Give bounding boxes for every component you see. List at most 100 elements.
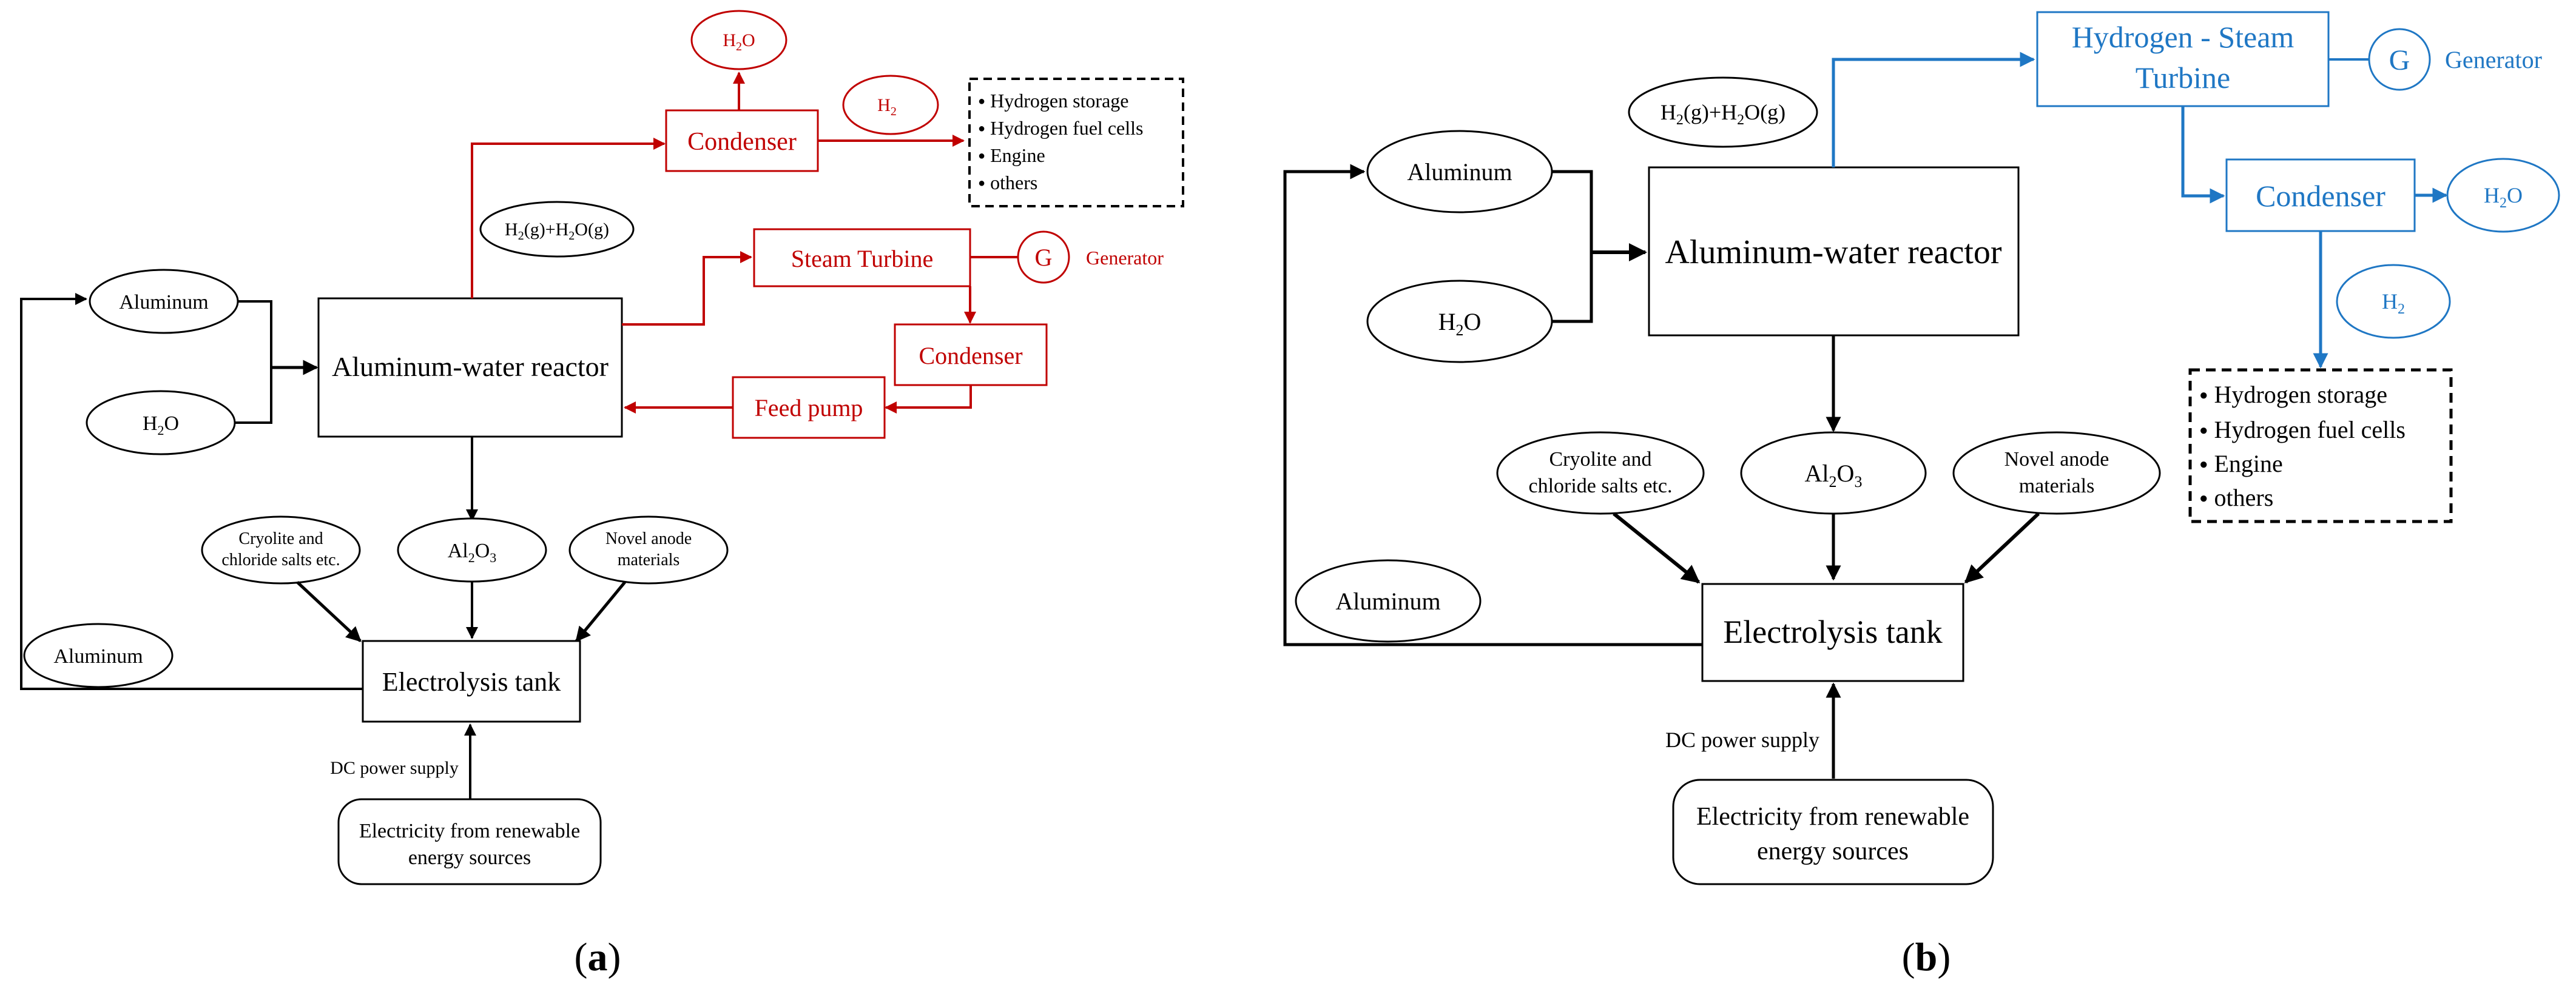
- svg-text:●others: ●others: [2199, 484, 2273, 511]
- uses-box-b: [2188, 368, 2453, 523]
- cryolite-ellipse-a: [201, 515, 361, 585]
- electricity-source-box-b: [1672, 779, 1994, 885]
- bullet: ●: [978, 176, 985, 190]
- bullet: ●: [978, 149, 985, 163]
- cryolite-ellipse-b: [1496, 431, 1705, 515]
- use-item-a-1: Hydrogen storage: [990, 90, 1128, 112]
- bullet: ●: [978, 95, 985, 108]
- cryolite-label-line2-a: chloride salts etc.: [221, 551, 340, 569]
- feed-pump-label-a: Feed pump: [755, 394, 863, 421]
- feed-pump-box-a: [732, 376, 886, 439]
- dc-power-label-b: DC power supply: [1665, 728, 1819, 752]
- steam-turbine-label-a: Steam Turbine: [791, 245, 933, 272]
- anode-to-tank-arrow-b: [1964, 512, 2040, 584]
- svg-text:●others: ● others: [978, 172, 1037, 193]
- aluminum-top-label-a: Aluminum: [119, 291, 208, 314]
- bullet: ●: [2199, 423, 2208, 438]
- electrolysis-tank-box-a: [362, 640, 581, 723]
- novel-anode-label-line2-b: materials: [2019, 475, 2095, 497]
- reactor-label-a: Aluminum-water reactor: [332, 351, 609, 382]
- generator-symbol-b: G: [2389, 44, 2410, 76]
- h2o-out-ellipse-a: [690, 10, 787, 70]
- al2o3-label-a: Al2O3: [448, 540, 497, 565]
- electricity-source-box-a: [337, 798, 602, 885]
- steam-turbine-box-a: [753, 228, 971, 287]
- h2o-input-label-a: H2O: [143, 412, 179, 438]
- use-item-b-3: Engine: [2214, 450, 2283, 477]
- novel-anode-label-line1-b: Novel anode: [2004, 448, 2109, 471]
- h2-steam-turbine-box-b: [2036, 11, 2330, 107]
- h2o-out-label-b: H2O: [2484, 183, 2523, 211]
- svg-text:●Engine: ● Engine: [2199, 450, 2283, 477]
- electrolysis-tank-box-b: [1701, 583, 1964, 682]
- novel-anode-ellipse-b: [1952, 431, 2161, 515]
- h2o-out-ellipse-b: [2446, 158, 2560, 233]
- aluminum-top-label-b: Aluminum: [1407, 158, 1512, 186]
- h2-steam-turbine-line2-b: Turbine: [2136, 61, 2231, 95]
- aluminum-bottom-ellipse-b: [1295, 559, 1482, 643]
- svg-text:●Hydrogen fuel cells: ● Hydrogen fuel cells: [2199, 416, 2406, 443]
- aluminum-return-line-a: [20, 293, 363, 690]
- svg-text:●Hydrogen storage: ● Hydrogen storage: [2199, 381, 2387, 408]
- electricity-source-line2-a: energy sources: [408, 847, 531, 869]
- reactor-box-b: [1648, 166, 2020, 337]
- electricity-source-line1-a: Electricity from renewable: [359, 820, 580, 842]
- bullet: ●: [2199, 491, 2208, 506]
- reactor-box-a: [317, 297, 623, 438]
- turbine-to-condenser-line-b: [2181, 106, 2225, 204]
- reactor-to-turbine-line-a: [622, 251, 752, 326]
- h2-out-ellipse-a: [842, 75, 939, 135]
- condenser-to-pump-line-a: [885, 385, 972, 414]
- aluminum-bottom-ellipse-a: [23, 623, 174, 688]
- svg-text:●Hydrogen storage: ● Hydrogen storage: [978, 90, 1128, 112]
- condenser-mid-box-a: [894, 323, 1048, 386]
- bullet: ●: [2199, 457, 2208, 472]
- generator-circle-b: [2368, 28, 2431, 91]
- reactor-to-turbine-line-b: [1832, 52, 2035, 167]
- svg-text:●Engine: ●Engine: [978, 144, 1045, 166]
- caption-b: (b): [1902, 935, 1951, 979]
- merge-line-a: [235, 300, 272, 424]
- condenser-box-b: [2225, 158, 2416, 232]
- use-item-b-2: Hydrogen fuel cells: [2214, 416, 2406, 443]
- cryolite-to-tank-arrow-b: [1613, 512, 1701, 584]
- gas-ellipse-a: [479, 201, 635, 258]
- aluminum-bottom-label-a: Aluminum: [53, 645, 143, 668]
- h2-out-label-a: H2: [877, 95, 897, 118]
- cryolite-label-line2-b: chloride salts etc.: [1529, 475, 1673, 497]
- uses-box-a: [968, 78, 1184, 207]
- novel-anode-label-line2-a: materials: [618, 551, 680, 569]
- h2o-out-label-a: H2O: [723, 30, 755, 53]
- electricity-source-line2-b: energy sources: [1757, 837, 1909, 865]
- use-item-b-1: Hydrogen storage: [2214, 381, 2387, 408]
- generator-symbol-a: G: [1035, 244, 1053, 271]
- novel-anode-ellipse-a: [568, 515, 729, 585]
- bullet: ●: [2199, 387, 2208, 403]
- uses-list-b: ● Hydrogen storage ● Hydrogen fuel cells ●…: [2199, 381, 2406, 511]
- cryolite-label-line1-a: Cryolite and: [238, 529, 323, 548]
- anode-to-tank-arrow-a: [575, 581, 626, 642]
- h2-steam-turbine-line1-b: Hydrogen - Steam: [2072, 20, 2294, 54]
- aluminum-return-line-b: [1283, 164, 1702, 646]
- cryolite-to-tank-arrow-a: [296, 581, 362, 642]
- panel-b: Aluminum H2O Aluminum-water reactor H2(g…: [1283, 11, 2560, 979]
- h2o-input-label-b: H2O: [1438, 308, 1482, 339]
- generator-label-b: Generator: [2445, 46, 2542, 73]
- use-item-a-2: Hydrogen fuel cells: [990, 117, 1143, 139]
- h2-out-label-b: H2: [2382, 289, 2405, 317]
- cryolite-label-line1-b: Cryolite and: [1549, 448, 1651, 471]
- reactor-label-b: Aluminum-water reactor: [1665, 233, 2001, 271]
- condenser-mid-label-a: Condenser: [919, 342, 1022, 369]
- h2-out-ellipse-b: [2336, 264, 2451, 339]
- gas-label-a: H2(g)+H2O(g): [505, 220, 609, 243]
- caption-a: (a): [575, 935, 621, 979]
- bullet: ●: [978, 122, 985, 135]
- electrolysis-tank-label-a: Electrolysis tank: [382, 667, 561, 697]
- condenser-label-b: Condenser: [2256, 179, 2385, 213]
- uses-list-a: ● Hydrogen storage ● Hydrogen fuel cells ●…: [978, 90, 1143, 193]
- condenser-top-label-a: Condenser: [687, 128, 797, 156]
- svg-text:●Hydrogen fuel cells: ● Hydrogen fuel cells: [978, 117, 1143, 139]
- gas-line-a: [471, 138, 666, 298]
- use-item-a-4: others: [990, 172, 1037, 193]
